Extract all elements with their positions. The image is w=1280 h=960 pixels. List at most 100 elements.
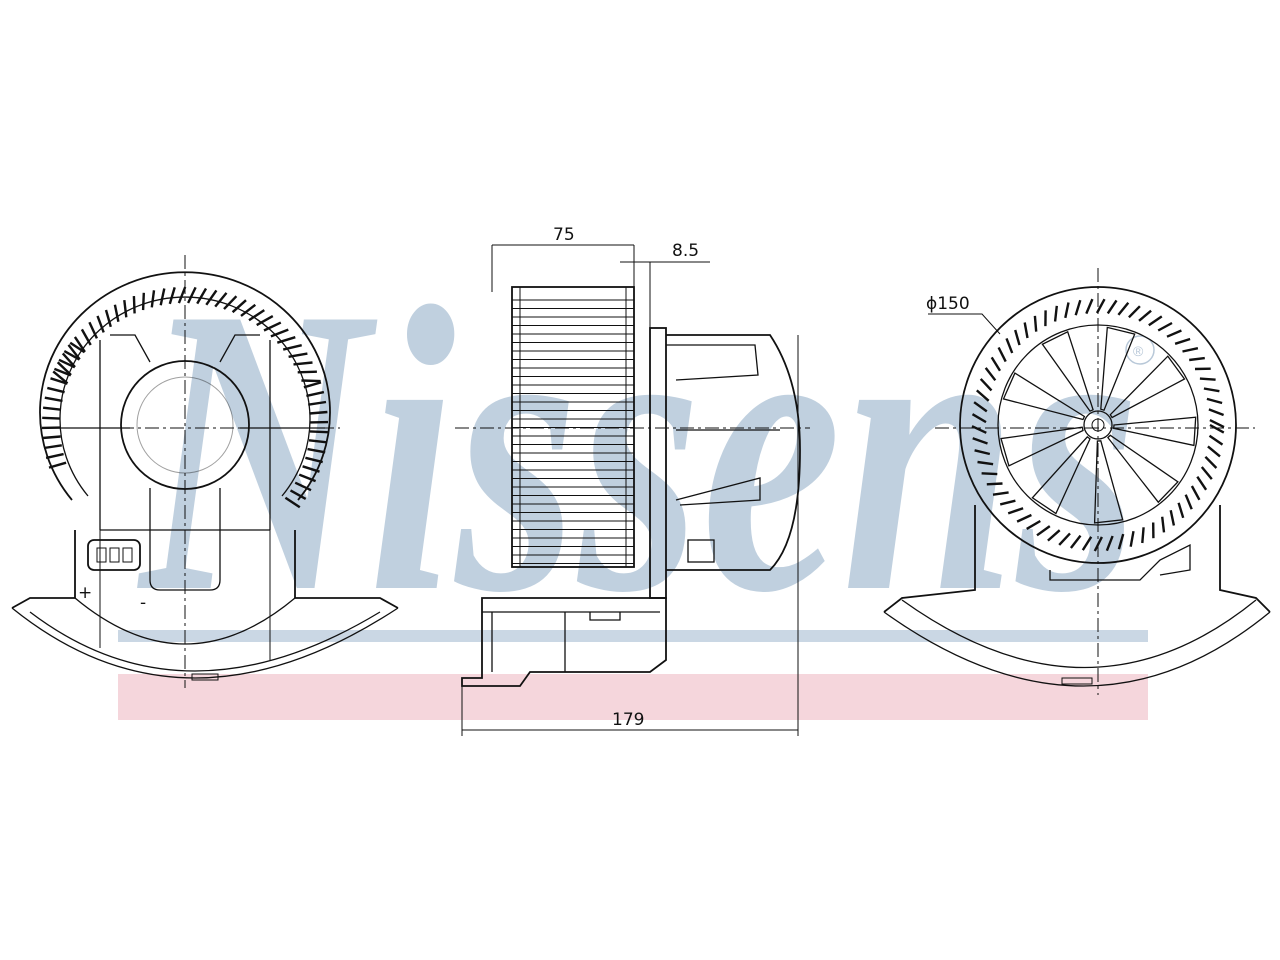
wheel-blade-tick bbox=[984, 367, 997, 382]
housing-blade-tick bbox=[159, 288, 166, 306]
rear-flange-curve-outer bbox=[883, 611, 1271, 687]
wheel-blade-tick bbox=[971, 413, 987, 424]
watermark-pink-stripe bbox=[118, 674, 1148, 720]
housing-blade-tick bbox=[289, 489, 307, 500]
motor-terminal bbox=[687, 539, 715, 563]
fan-wheel-spokes bbox=[1000, 326, 1197, 524]
housing-blade-tick bbox=[187, 286, 197, 304]
housing-blade-tick bbox=[73, 336, 86, 353]
housing-blade-tick bbox=[270, 328, 289, 338]
wheel-blade-tick bbox=[1117, 301, 1130, 316]
housing-blade-tick bbox=[256, 315, 274, 327]
wheel-blade-tick bbox=[1203, 387, 1220, 393]
housing-blade-tick bbox=[308, 400, 327, 406]
housing-blade-tick bbox=[141, 292, 145, 311]
housing-blade-tick bbox=[303, 381, 322, 389]
housing-blade-tick bbox=[297, 370, 317, 374]
wheel-blade-tick bbox=[1184, 494, 1193, 510]
connector-plus-label: + bbox=[78, 583, 92, 603]
wheel-blade-tick bbox=[1129, 530, 1135, 547]
wheel-blade-tick bbox=[1141, 527, 1145, 544]
housing-blade-tick bbox=[305, 456, 323, 464]
wheel-blade-tick bbox=[1007, 507, 1024, 515]
dim-width-top: 75 bbox=[553, 225, 575, 245]
wheel-blade-tick bbox=[1033, 315, 1038, 332]
rear-view-drawing: ϕ150 bbox=[883, 268, 1271, 695]
wheel-blade-tick bbox=[992, 491, 1009, 496]
motor-body bbox=[666, 334, 801, 571]
housing-blade-tick bbox=[58, 358, 76, 369]
housing-blade-tick bbox=[42, 416, 61, 420]
fan-housing-outer bbox=[39, 271, 331, 501]
housing-blade-ticks bbox=[41, 286, 329, 509]
wheel-blade-tick bbox=[1053, 305, 1058, 322]
motor-details bbox=[666, 344, 780, 506]
housing-blade-tick bbox=[168, 287, 176, 305]
housing-blade-tick bbox=[240, 303, 257, 317]
wheel-blade-tick bbox=[1036, 525, 1051, 537]
wheel-blade-tick bbox=[1209, 419, 1225, 429]
housing-blade-tick bbox=[63, 350, 81, 361]
wheel-blade-tick bbox=[1014, 329, 1021, 346]
housing-blade-tick bbox=[48, 461, 67, 469]
wheel-spoke bbox=[1107, 434, 1179, 504]
rear-drain-tab bbox=[1061, 677, 1093, 685]
housing-blade-tick bbox=[301, 379, 321, 383]
wheel-blade-tick bbox=[973, 401, 988, 413]
wheel-spoke bbox=[1093, 440, 1124, 524]
wheel-blade-tick bbox=[1148, 315, 1163, 327]
housing-blade-tick bbox=[132, 296, 136, 314]
housing-blade-tick bbox=[88, 321, 98, 339]
connector-minus-label: - bbox=[140, 593, 146, 613]
wheel-blade-tick bbox=[1064, 302, 1070, 319]
wheel-spoke bbox=[1031, 436, 1091, 515]
connector-plug bbox=[87, 539, 141, 571]
housing-blade-tick bbox=[96, 315, 105, 333]
motor-connector-rear bbox=[1049, 543, 1191, 581]
base-bracket-details bbox=[482, 611, 660, 672]
housing-blade-tick bbox=[150, 290, 156, 308]
wheel-blade-tick bbox=[1085, 298, 1094, 315]
wheel-spoke bbox=[1041, 330, 1094, 412]
housing-blade-tick bbox=[196, 287, 208, 305]
wheel-blade-tick bbox=[1161, 516, 1166, 533]
housing-blade-tick bbox=[248, 309, 265, 322]
wheel-blade-tick bbox=[1128, 305, 1141, 319]
wheel-blade-tick bbox=[1105, 535, 1114, 552]
watermark: Nissens ® bbox=[118, 223, 1155, 720]
housing-blade-tick bbox=[177, 286, 187, 304]
front-view-drawing: + - bbox=[11, 255, 399, 688]
housing-blade-tick bbox=[104, 309, 112, 328]
housing-blade-tick bbox=[52, 370, 69, 385]
wheel-blade-tick bbox=[976, 389, 990, 402]
mounting-flange bbox=[11, 530, 399, 609]
base-bracket bbox=[461, 597, 667, 687]
flange-curve-outer bbox=[11, 607, 399, 679]
wheel-spoke bbox=[1109, 355, 1186, 419]
housing-blade-tick bbox=[284, 496, 301, 509]
wheel-blade-tick bbox=[1166, 329, 1182, 338]
dim-8-5-line bbox=[620, 261, 710, 330]
housing-blade-tick bbox=[307, 447, 326, 454]
wheel-blade-tick bbox=[1005, 337, 1014, 354]
housing-blade-tick bbox=[123, 299, 128, 318]
housing-blade-tick bbox=[276, 336, 296, 344]
dim-75-extension bbox=[491, 245, 635, 292]
housing-blade-tick bbox=[293, 361, 313, 366]
wheel-blade-tick bbox=[1209, 423, 1225, 434]
wheel-blade-tick bbox=[1074, 299, 1082, 316]
housing-blade-tick bbox=[223, 295, 238, 310]
wheel-blade-tick bbox=[1206, 397, 1223, 405]
housing-blade-tick bbox=[56, 361, 72, 376]
wheel-blade-tick bbox=[1189, 356, 1205, 362]
wheel-blade-tick bbox=[1081, 536, 1093, 551]
housing-blade-tick bbox=[309, 410, 328, 415]
wheel-blade-tick bbox=[971, 425, 987, 434]
housing-blade-tick bbox=[113, 304, 120, 323]
diameter-leader bbox=[928, 313, 1001, 335]
housing-blade-tick bbox=[45, 452, 64, 460]
housing-blade-tick bbox=[263, 321, 282, 332]
wheel-blade-tick bbox=[1196, 476, 1208, 491]
registered-mark: ® bbox=[1133, 343, 1144, 359]
